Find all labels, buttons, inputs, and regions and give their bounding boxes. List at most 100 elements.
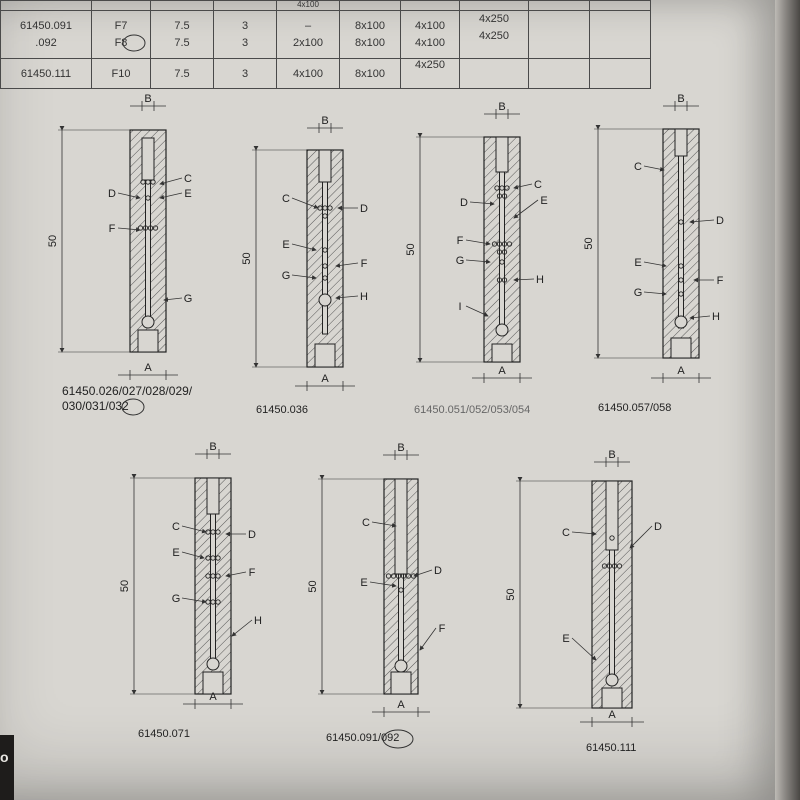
dimension-label: 50 bbox=[405, 243, 417, 255]
edge-mark: o bbox=[0, 749, 9, 765]
orifice bbox=[678, 291, 684, 297]
dimension-a-label: A bbox=[209, 691, 217, 703]
orifice bbox=[501, 249, 508, 255]
bore bbox=[394, 478, 408, 575]
orifice bbox=[496, 277, 503, 283]
leader-line bbox=[643, 291, 667, 297]
leader-line bbox=[419, 627, 437, 651]
dimension-b-label: B bbox=[144, 93, 151, 105]
dimension-a-label: A bbox=[321, 373, 329, 385]
callout-label: D bbox=[460, 197, 468, 209]
callout-label: G bbox=[172, 593, 181, 605]
leader-line bbox=[159, 192, 183, 200]
orifice bbox=[327, 205, 333, 211]
orifice bbox=[322, 205, 328, 211]
table-cell: 4x250 4x250 bbox=[459, 10, 529, 59]
orifice bbox=[385, 573, 392, 579]
page-edge-shadow bbox=[775, 0, 800, 800]
handwritten-circle bbox=[122, 34, 146, 52]
callout-label: D bbox=[248, 529, 256, 541]
leader-line bbox=[159, 177, 183, 186]
callout-label: H bbox=[254, 615, 262, 627]
dimension-b-label: B bbox=[209, 441, 216, 453]
part-number-d7: 61450.111 bbox=[586, 742, 637, 754]
orifice bbox=[210, 555, 216, 561]
orifice bbox=[616, 563, 623, 569]
bore bbox=[202, 671, 224, 695]
part-number-d4: 61450.057/058 bbox=[598, 402, 672, 414]
table-cell: 8x100 bbox=[339, 58, 401, 89]
dimension-b-label: B bbox=[397, 442, 404, 454]
table-cell: – 2x100 bbox=[276, 10, 340, 59]
leader-line bbox=[689, 315, 711, 320]
handwritten-circle bbox=[121, 398, 145, 416]
orifice bbox=[215, 555, 221, 561]
bore bbox=[314, 343, 336, 368]
orifice bbox=[506, 241, 513, 247]
callout-label: C bbox=[282, 193, 290, 205]
leader-line bbox=[571, 637, 597, 661]
bore bbox=[605, 480, 619, 551]
bore bbox=[495, 136, 509, 173]
table-cell bbox=[528, 10, 590, 59]
orifice bbox=[400, 573, 407, 579]
orifice bbox=[390, 573, 397, 579]
orifice bbox=[145, 195, 151, 201]
bore bbox=[390, 671, 412, 695]
leader-line bbox=[371, 521, 397, 528]
orifice bbox=[205, 555, 211, 561]
callout-label: D bbox=[108, 188, 116, 200]
leader-line bbox=[513, 199, 539, 219]
callout-label: G bbox=[282, 270, 291, 282]
ball bbox=[141, 315, 155, 329]
orifice bbox=[322, 213, 328, 219]
ball bbox=[206, 657, 220, 671]
ball bbox=[605, 673, 619, 687]
dimension-a-label: A bbox=[608, 709, 616, 721]
callout-label: H bbox=[536, 274, 544, 286]
dimension-a-label: A bbox=[144, 362, 152, 374]
callout-label: G bbox=[456, 255, 465, 267]
orifice bbox=[606, 563, 613, 569]
callout-label: C bbox=[172, 521, 180, 533]
table-cell bbox=[589, 58, 651, 89]
dimension-b-label: B bbox=[677, 93, 684, 105]
callout-label: F bbox=[109, 223, 116, 235]
leader-line bbox=[369, 581, 397, 588]
table-cell bbox=[459, 58, 529, 89]
leader-line bbox=[231, 619, 253, 637]
leader-line bbox=[181, 597, 207, 604]
orifice bbox=[678, 277, 684, 283]
orifice bbox=[678, 219, 684, 225]
part-number-d5: 61450.071 bbox=[138, 728, 190, 740]
bore bbox=[322, 181, 328, 335]
part-number-d2: 61450.036 bbox=[256, 404, 308, 416]
leader-line bbox=[513, 183, 533, 190]
leader-line bbox=[465, 305, 489, 317]
dimension-label: 50 bbox=[47, 235, 59, 247]
orifice bbox=[215, 599, 221, 605]
bore bbox=[670, 337, 692, 359]
callout-label: F bbox=[439, 623, 446, 635]
leader-line bbox=[225, 571, 247, 578]
dimension-b-label: B bbox=[608, 449, 615, 461]
bore bbox=[141, 137, 155, 181]
orifice bbox=[491, 241, 498, 247]
leader-line bbox=[291, 274, 317, 280]
orifice bbox=[322, 263, 328, 269]
table-cell: F10 bbox=[91, 58, 151, 89]
dimension-a-label: A bbox=[498, 365, 506, 377]
bore bbox=[674, 128, 688, 157]
leader-line bbox=[571, 531, 597, 537]
leader-line bbox=[465, 259, 491, 265]
orifice bbox=[150, 179, 156, 185]
callout-label: D bbox=[716, 215, 724, 227]
callout-label: F bbox=[249, 567, 256, 579]
callout-label: G bbox=[634, 287, 643, 299]
